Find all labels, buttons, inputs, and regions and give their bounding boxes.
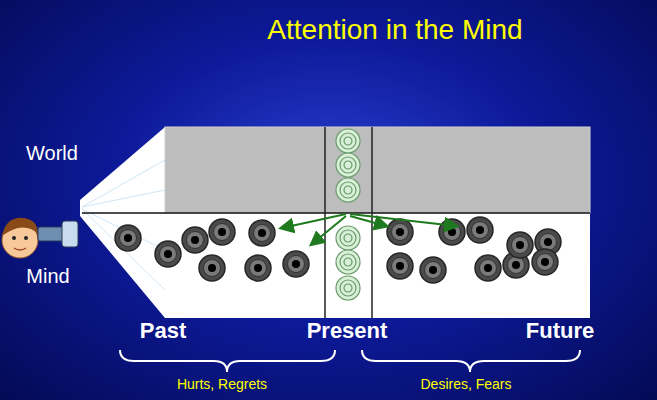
time-label: Past <box>140 318 186 343</box>
region-label: Mind <box>26 265 69 288</box>
person-icon <box>2 218 78 258</box>
note-label: Desires, Fears <box>420 376 511 392</box>
region-label: World <box>26 142 78 165</box>
title: Attention in the Mind <box>267 14 522 46</box>
time-label: Future <box>526 318 594 343</box>
note-label: Hurts, Regrets <box>177 376 267 392</box>
time-label: Present <box>307 318 388 343</box>
world-band <box>165 127 590 213</box>
mind-region <box>165 213 590 318</box>
light-beam <box>80 127 165 318</box>
